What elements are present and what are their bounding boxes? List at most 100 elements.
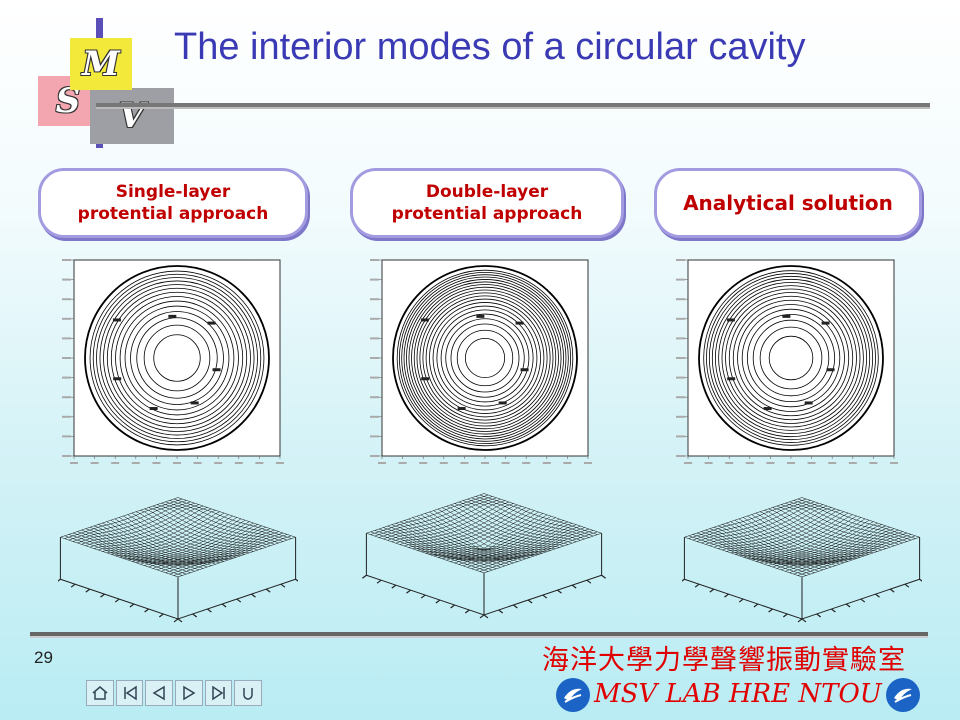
surface-plot-analytical: [682, 497, 922, 623]
plot-frame: [381, 259, 589, 457]
contour-line: [143, 324, 211, 392]
contour-label-mark: [457, 407, 466, 411]
lab-name-english: MSV LAB HRE NTOU: [594, 679, 882, 709]
contour-line: [721, 288, 861, 428]
contour-label-mark: [782, 314, 791, 318]
page-number: 29: [34, 648, 53, 667]
contour-line: [398, 271, 572, 445]
contour-line: [408, 281, 562, 435]
contour-line: [413, 286, 557, 430]
last-icon[interactable]: [204, 680, 233, 706]
contour-line: [401, 274, 569, 442]
footer-divider: [30, 632, 928, 638]
contour-label-mark: [476, 314, 485, 318]
surface-mesh: [60, 497, 296, 578]
contour-line: [411, 284, 559, 432]
header-divider: [96, 103, 930, 109]
contour-line: [106, 287, 248, 429]
contour-line: [99, 280, 255, 436]
contour-plot-double-layer: [370, 259, 592, 464]
surface-box: [59, 537, 297, 620]
contour-line: [464, 337, 506, 379]
surface-mesh: [684, 497, 920, 578]
contour-line: [728, 295, 854, 421]
surface-mesh: [366, 493, 602, 574]
method-single-layer: Single-layer protential approach: [38, 168, 308, 238]
contour-plot-single-layer: [62, 259, 284, 464]
contour-line: [708, 275, 874, 441]
logo-v: V: [90, 88, 174, 144]
contour-plot-analytical: [676, 259, 898, 464]
slide-title: The interior modes of a circular cavity: [174, 26, 806, 68]
prev-icon[interactable]: [145, 680, 174, 706]
contour-line: [416, 289, 554, 427]
contour-label-mark: [821, 321, 830, 325]
contour-label-mark: [190, 401, 199, 405]
contour-line: [130, 311, 224, 405]
contour-label-mark: [515, 321, 524, 325]
contour-line: [422, 295, 548, 421]
contour-line: [136, 317, 218, 399]
contour-line: [725, 292, 857, 424]
slide-navigation: [86, 680, 264, 706]
method-label: Double-layer: [425, 182, 549, 202]
contour-line: [406, 279, 564, 437]
contour-line: [706, 273, 876, 443]
contour-label-mark: [420, 318, 429, 322]
method-label: Single-layer: [115, 182, 231, 202]
contour-line: [153, 334, 201, 382]
surface-plot-single-layer: [58, 497, 298, 623]
return-icon[interactable]: [234, 680, 263, 706]
contour-line: [103, 284, 251, 432]
home-icon[interactable]: [86, 680, 114, 706]
surface-box: [365, 533, 603, 616]
contour-line: [429, 302, 541, 414]
contour-line: [714, 281, 868, 435]
ntou-logo-icon: [886, 678, 920, 712]
contour-line: [445, 318, 525, 398]
contour-label-mark: [498, 401, 507, 405]
contour-line: [703, 270, 879, 446]
contour-label-mark: [207, 321, 216, 325]
first-icon[interactable]: [115, 680, 144, 706]
contour-label-mark: [421, 377, 430, 381]
contour-line: [403, 276, 567, 440]
contour-line: [759, 326, 823, 390]
contour-label-mark: [520, 368, 529, 372]
contour-line: [450, 323, 520, 393]
contour-line: [396, 269, 574, 447]
contour-line: [440, 313, 530, 403]
ntou-logo-icon: [556, 678, 590, 712]
contour-line: [96, 277, 258, 439]
contour-line: [718, 285, 864, 431]
contour-line: [89, 270, 265, 446]
contour-line: [432, 305, 538, 411]
contour-label-mark: [113, 377, 122, 381]
next-icon[interactable]: [175, 680, 203, 706]
contour-line: [746, 313, 836, 403]
contour-line: [419, 292, 551, 424]
contour-line: [436, 309, 534, 407]
contour-label-mark: [168, 314, 177, 318]
contour-label-mark: [726, 318, 735, 322]
logo-m: M: [70, 38, 132, 90]
contour-label-mark: [112, 318, 121, 322]
contour-line: [92, 273, 262, 443]
method-label: Analytical solution: [683, 191, 893, 215]
contour-line: [768, 335, 814, 381]
method-double-layer: Double-layer protential approach: [350, 168, 624, 238]
contour-label-mark: [149, 407, 158, 411]
contour-label-mark: [212, 368, 221, 372]
contour-label-mark: [804, 401, 813, 405]
contour-label-mark: [727, 377, 736, 381]
contour-line: [425, 298, 545, 418]
contour-line: [711, 278, 871, 438]
contour-label-mark: [826, 368, 835, 372]
plot-frame: [73, 259, 281, 457]
method-label: protential approach: [77, 204, 269, 224]
contour-line: [124, 305, 230, 411]
contour-line: [119, 300, 235, 416]
method-label: protential approach: [391, 204, 583, 224]
method-analytical: Analytical solution: [654, 168, 922, 238]
contour-line: [456, 329, 514, 387]
